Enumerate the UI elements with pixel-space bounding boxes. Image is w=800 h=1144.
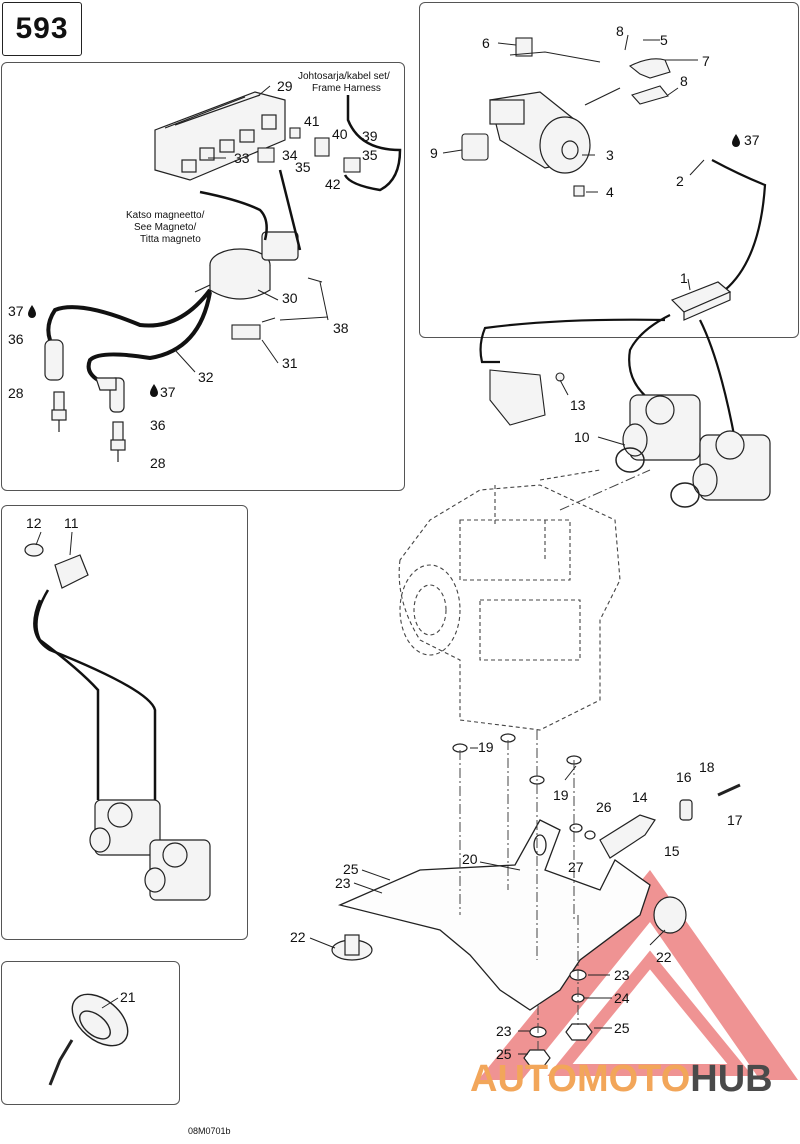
callout-12: 12 bbox=[26, 515, 42, 531]
callout-23c: 23 bbox=[496, 1023, 512, 1039]
watermark-logo bbox=[478, 870, 798, 1080]
callout-24: 24 bbox=[614, 990, 630, 1006]
note-magneto-line2: See Magneto/ bbox=[134, 222, 196, 233]
callout-14: 14 bbox=[632, 789, 648, 805]
callout-27: 27 bbox=[568, 859, 584, 875]
callout-21: 21 bbox=[120, 989, 136, 1005]
callout-17: 17 bbox=[727, 812, 743, 828]
note-magneto-line3: Titta magneto bbox=[140, 234, 201, 245]
center-lines bbox=[459, 469, 651, 1050]
sensor-parts bbox=[461, 37, 671, 197]
callout-29: 29 bbox=[277, 78, 293, 94]
callout-26: 26 bbox=[596, 799, 612, 815]
throttle-position-sensor-3 bbox=[489, 91, 591, 174]
engine-mounts bbox=[331, 783, 741, 961]
ignition-module-29 bbox=[154, 91, 286, 181]
callout-37a: 37 bbox=[744, 132, 760, 148]
callout-35a: 35 bbox=[295, 159, 311, 175]
callout-19b: 19 bbox=[553, 787, 569, 803]
callout-7: 7 bbox=[702, 53, 710, 69]
panel-throttle-sensor bbox=[419, 2, 799, 338]
ignition-coil-30 bbox=[194, 231, 299, 300]
bracket-13 bbox=[489, 369, 565, 426]
callout-36b: 36 bbox=[150, 417, 166, 433]
callout-25c: 25 bbox=[496, 1046, 512, 1062]
brand-part2: HUB bbox=[690, 1058, 773, 1100]
brand-part1: AUTOMOTO bbox=[470, 1058, 691, 1100]
callout-6: 6 bbox=[482, 35, 490, 51]
callout-13: 13 bbox=[570, 397, 586, 413]
callout-9: 9 bbox=[430, 145, 438, 161]
callout-8b: 8 bbox=[680, 73, 688, 89]
callout-25b: 25 bbox=[614, 1020, 630, 1036]
drop-icon bbox=[28, 134, 740, 397]
carburetors-large bbox=[622, 394, 771, 501]
callout-38: 38 bbox=[333, 320, 349, 336]
page-number-box: 593 bbox=[2, 2, 82, 56]
callout-34: 34 bbox=[282, 147, 298, 163]
callout-30: 30 bbox=[282, 290, 298, 306]
callout-22b: 22 bbox=[656, 949, 672, 965]
callout-8a: 8 bbox=[616, 23, 624, 39]
callout-10: 10 bbox=[574, 429, 590, 445]
carburetor-cable-11 bbox=[33, 589, 157, 800]
callout-19a: 19 bbox=[478, 739, 494, 755]
callout-5: 5 bbox=[660, 32, 668, 48]
spark-plug-caps-36 bbox=[44, 339, 125, 413]
callout-15: 15 bbox=[664, 843, 680, 859]
spark-plugs-28 bbox=[51, 391, 126, 462]
harness-wires bbox=[199, 95, 402, 251]
leader-lines bbox=[35, 34, 705, 1055]
callout-23b: 23 bbox=[614, 967, 630, 983]
callout-41: 41 bbox=[304, 113, 320, 129]
engine-outline bbox=[398, 469, 621, 731]
callout-16: 16 bbox=[676, 769, 692, 785]
harness-connector-1 bbox=[670, 281, 732, 321]
callout-31: 31 bbox=[282, 355, 298, 371]
washers-and-nuts bbox=[452, 733, 596, 1067]
brand-watermark: AUTOMOTOHUB bbox=[470, 1058, 773, 1101]
note-harness-line1: Johtosarja/kabel set/ bbox=[298, 71, 390, 82]
note-magneto-line1: Katso magneetto/ bbox=[126, 210, 205, 221]
spark-plug-wires-32 bbox=[46, 288, 212, 382]
callout-4: 4 bbox=[606, 184, 614, 200]
callout-37b: 37 bbox=[8, 303, 24, 319]
page-number: 593 bbox=[15, 12, 69, 45]
callout-25a: 25 bbox=[343, 861, 359, 877]
engine-mount-plate-20 bbox=[337, 819, 651, 1011]
arrow-sensor-mount bbox=[584, 87, 621, 106]
callout-35b: 35 bbox=[362, 147, 378, 163]
carburetors-small bbox=[89, 799, 211, 901]
sensor-wires bbox=[479, 159, 767, 441]
drawing-code: 08M0701b bbox=[188, 1126, 231, 1136]
callout-28b: 28 bbox=[150, 455, 166, 471]
callout-22a: 22 bbox=[290, 929, 306, 945]
callout-1: 1 bbox=[680, 270, 688, 286]
callout-2: 2 bbox=[676, 173, 684, 189]
bracket-14 bbox=[599, 814, 656, 859]
callout-23a: 23 bbox=[335, 875, 351, 891]
callout-42: 42 bbox=[325, 176, 341, 192]
callout-20: 20 bbox=[462, 851, 478, 867]
note-harness-line2: Frame Harness bbox=[312, 83, 381, 94]
callout-37c: 37 bbox=[160, 384, 176, 400]
small-connectors bbox=[231, 127, 361, 340]
callout-39: 39 bbox=[362, 128, 378, 144]
callout-3: 3 bbox=[606, 147, 614, 163]
throttle-cable-fitting bbox=[24, 543, 89, 589]
callout-33: 33 bbox=[234, 150, 250, 166]
callout-11: 11 bbox=[64, 515, 79, 531]
callout-32: 32 bbox=[198, 369, 214, 385]
callout-28a: 28 bbox=[8, 385, 24, 401]
knock-sensor-21 bbox=[48, 993, 129, 1086]
callout-40: 40 bbox=[332, 126, 348, 142]
callout-18: 18 bbox=[699, 759, 715, 775]
callout-36a: 36 bbox=[8, 331, 24, 347]
carburetor-clamps-10 bbox=[615, 447, 700, 508]
